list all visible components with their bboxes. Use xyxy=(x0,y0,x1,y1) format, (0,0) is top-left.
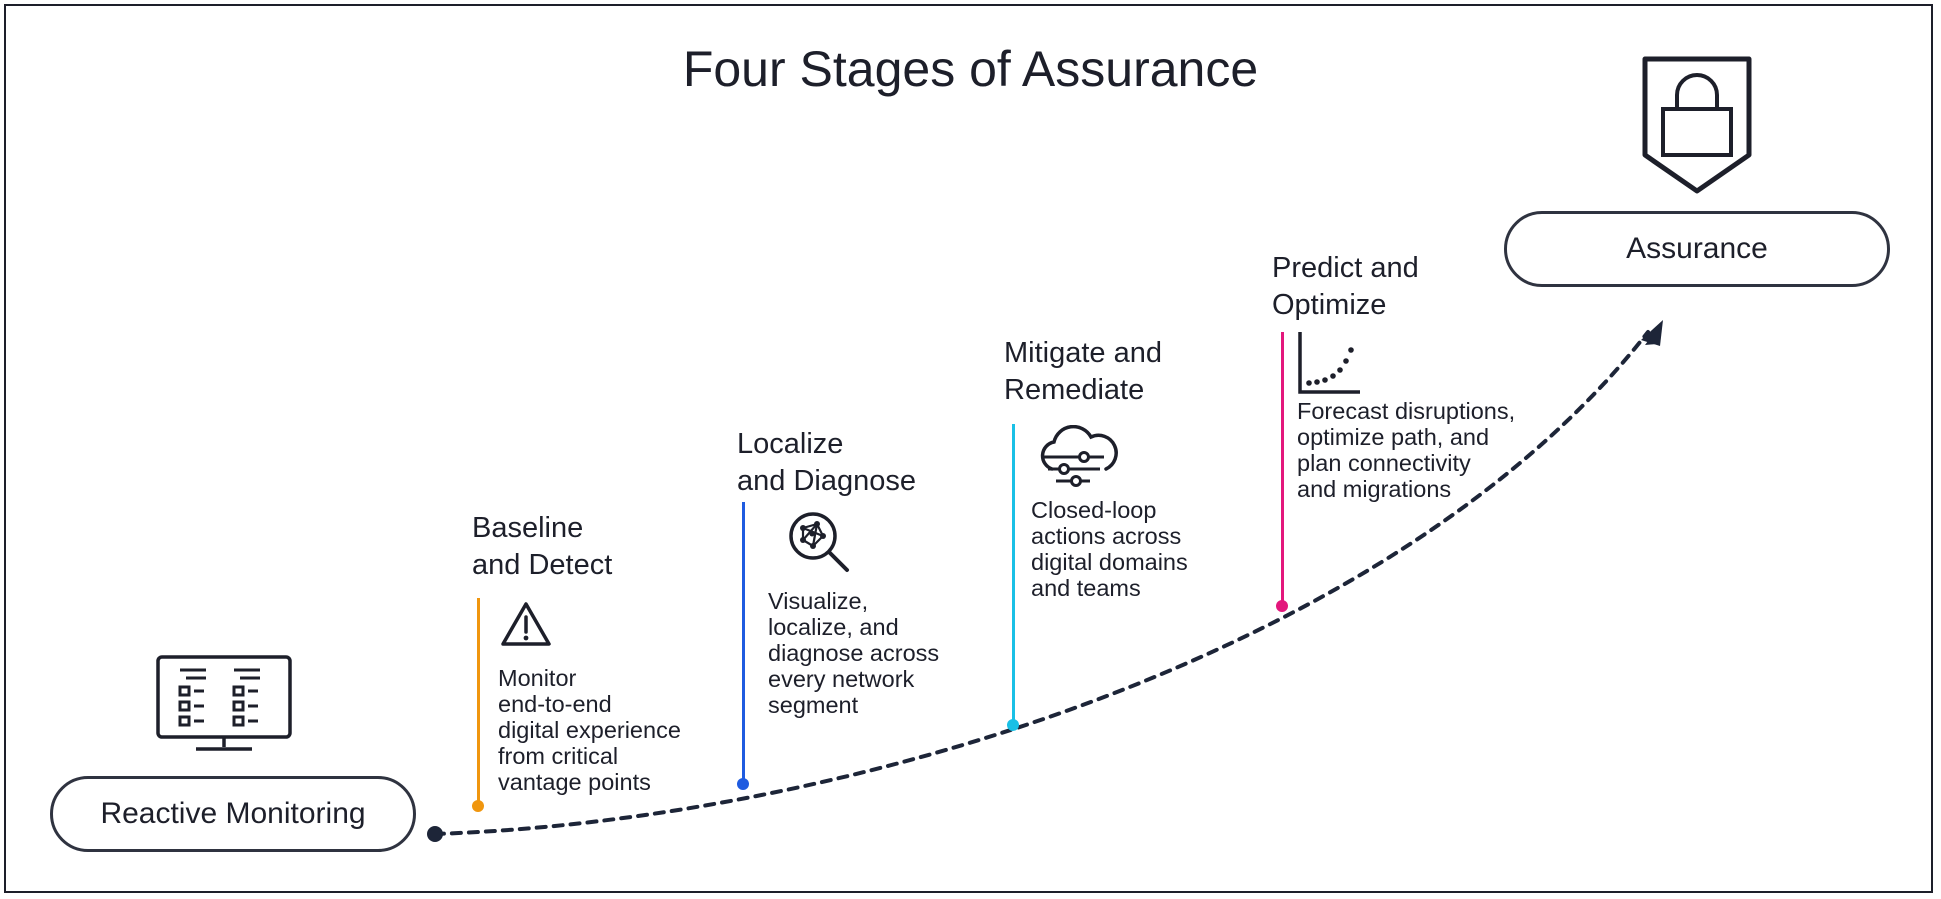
page-title: Four Stages of Assurance xyxy=(682,41,1259,97)
stage-1-description: Monitor end-to-end digital experience fr… xyxy=(498,665,681,795)
shield-lock-icon xyxy=(1642,56,1752,194)
stage-2-desc-line: segment xyxy=(768,692,859,718)
stage-2-desc-line: localize, and xyxy=(768,614,899,640)
stage-1-title: Baseline and Detect xyxy=(472,510,612,584)
stage-1-title-line: Baseline xyxy=(472,512,584,544)
stage-2-desc-line: every network xyxy=(768,666,915,692)
assurance-pill: Assurance xyxy=(1504,211,1890,287)
stage-4-title: Predict and Optimize xyxy=(1272,250,1419,324)
reactive-monitoring-label: Reactive Monitoring xyxy=(100,797,366,830)
stage-2-description: Visualize, localize, and diagnose across… xyxy=(768,588,939,718)
stage-4-desc-line: Forecast disruptions, xyxy=(1297,398,1516,424)
monitor-dashboard-icon xyxy=(156,655,292,751)
stage-3-title: Mitigate and Remediate xyxy=(1004,335,1162,409)
stage-1-marker-dot xyxy=(472,800,484,812)
trend-chart-icon xyxy=(1298,332,1360,394)
stage-3-desc-line: actions across xyxy=(1031,523,1182,549)
stage-4-desc-line: and migrations xyxy=(1297,476,1452,502)
stage-4-title-line: Optimize xyxy=(1272,289,1387,321)
stage-3-desc-line: and teams xyxy=(1031,575,1141,601)
stage-4-desc-line: optimize path, and xyxy=(1297,424,1490,450)
magnifier-network-icon xyxy=(789,512,849,572)
stage-3-desc-line: digital domains xyxy=(1031,549,1188,575)
stage-1-desc-line: end-to-end xyxy=(498,691,612,717)
stage-2-title: Localize and Diagnose xyxy=(737,426,916,500)
stage-1-desc-line: Monitor xyxy=(498,665,577,691)
assurance-label: Assurance xyxy=(1626,232,1768,265)
stage-2-marker-line xyxy=(742,502,745,782)
diagram-frame xyxy=(4,4,1933,893)
stage-4-desc-line: plan connectivity xyxy=(1297,450,1471,476)
stage-2-desc-line: Visualize, xyxy=(768,588,869,614)
stage-1-desc-line: digital experience xyxy=(498,717,681,743)
stage-2-desc-line: diagnose across xyxy=(768,640,940,666)
stage-3-description: Closed-loop actions across digital domai… xyxy=(1031,497,1188,601)
stage-4-description: Forecast disruptions, optimize path, and… xyxy=(1297,398,1515,502)
stage-2-marker-dot xyxy=(737,778,749,790)
stage-4-marker-line xyxy=(1281,332,1284,606)
stage-2-title-line: and Diagnose xyxy=(737,465,916,497)
stage-1-desc-line: vantage points xyxy=(498,769,651,795)
cloud-sliders-icon xyxy=(1040,425,1118,487)
warning-icon xyxy=(501,602,551,646)
stage-4-marker-dot xyxy=(1276,600,1288,612)
stage-4-title-line: Predict and xyxy=(1272,252,1419,284)
stage-2-title-line: Localize xyxy=(737,428,844,460)
stage-3-title-line: Remediate xyxy=(1004,374,1145,406)
stage-3-marker-line xyxy=(1012,424,1015,724)
reactive-monitoring-pill: Reactive Monitoring xyxy=(50,776,416,852)
stage-1-desc-line: from critical xyxy=(498,743,619,769)
stage-3-desc-line: Closed-loop xyxy=(1031,497,1157,523)
stage-3-title-line: Mitigate and xyxy=(1004,337,1162,369)
stage-3-marker-dot xyxy=(1007,719,1019,731)
stage-1-title-line: and Detect xyxy=(472,549,613,581)
stage-1-marker-line xyxy=(477,598,480,804)
